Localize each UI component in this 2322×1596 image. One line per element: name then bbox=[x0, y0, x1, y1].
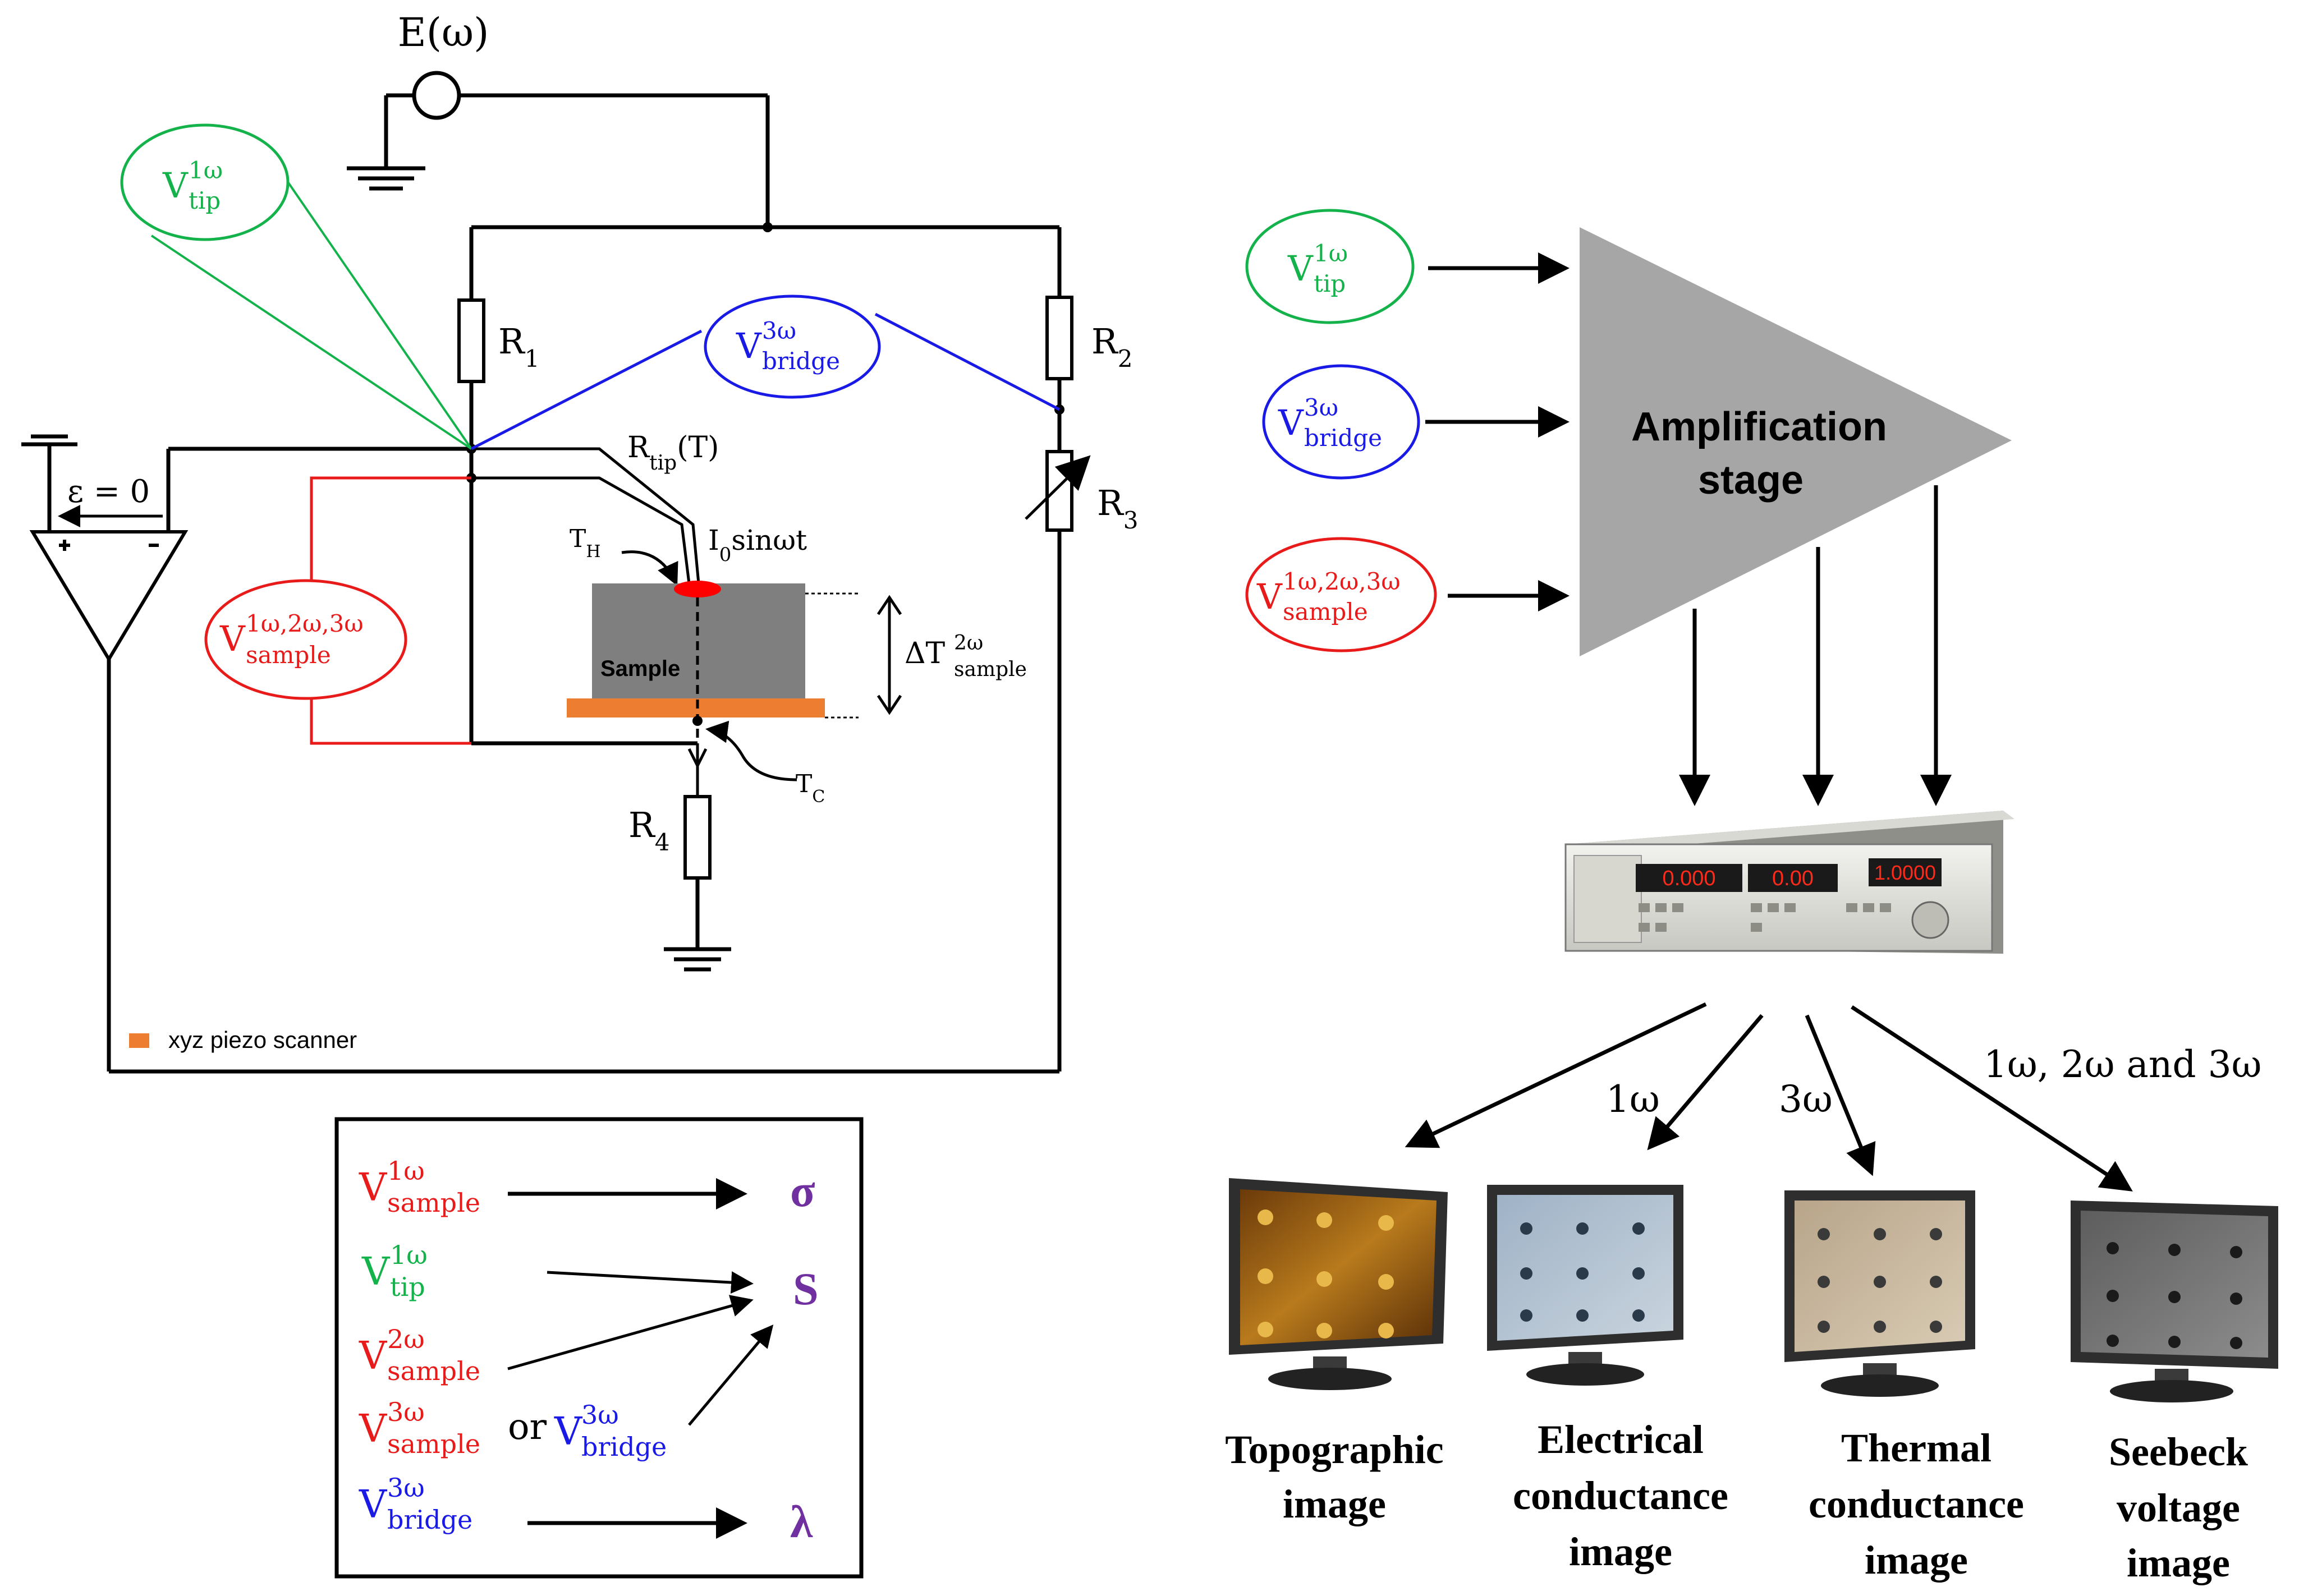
lockin-display-3: 1.0000 bbox=[1874, 861, 1936, 884]
r2-label: R2 bbox=[1091, 321, 1132, 372]
r1-label: R1 bbox=[498, 321, 539, 372]
caption-thermal-3: image bbox=[1865, 1538, 1968, 1583]
caption-electrical-3: image bbox=[1569, 1529, 1672, 1574]
source-label: E(ω) bbox=[398, 10, 489, 56]
resistor-icon bbox=[457, 298, 485, 383]
tc-label: TC bbox=[796, 770, 825, 807]
r4-label: R4 bbox=[628, 804, 669, 856]
lock-in-amplifier-icon: 0.000 0.00 1.0000 bbox=[1564, 811, 2014, 954]
bridge-circuit: E(ω) bbox=[21, 10, 1138, 1074]
amp-title-line1: Amplification bbox=[1631, 404, 1887, 449]
ac-voltage-source-icon bbox=[384, 71, 770, 227]
caption-topographic-1: Topographic bbox=[1225, 1427, 1443, 1472]
monitor-topographic bbox=[1229, 1178, 1448, 1390]
monitor-seebeck bbox=[2071, 1201, 2278, 1402]
amp-title-line2: stage bbox=[1698, 458, 1804, 503]
result-s: S bbox=[793, 1263, 819, 1314]
caption-seebeck-2: voltage bbox=[2117, 1485, 2240, 1530]
resistor-icon bbox=[683, 795, 712, 880]
arrow-label-3w: 3ω bbox=[1779, 1078, 1833, 1121]
legend-text: xyz piezo scanner bbox=[168, 1027, 357, 1053]
ground-icon bbox=[21, 434, 77, 447]
arrow-label-1w: 1ω bbox=[1606, 1078, 1660, 1121]
caption-seebeck-1: Seebeck bbox=[2109, 1429, 2248, 1474]
r3-label: R3 bbox=[1097, 482, 1138, 534]
knob-icon bbox=[1911, 901, 1949, 939]
or-label: or bbox=[508, 1406, 547, 1448]
th-label: TH bbox=[570, 525, 601, 562]
legend-swatch bbox=[129, 1033, 149, 1048]
caption-thermal-2: conductance bbox=[1809, 1482, 2024, 1526]
current-label: I0sinωt bbox=[708, 524, 807, 566]
lockin-display-2: 0.00 bbox=[1772, 867, 1814, 890]
lockin-display-1: 0.000 bbox=[1662, 867, 1715, 890]
ground-icon bbox=[347, 166, 425, 191]
sample-label: Sample bbox=[600, 656, 680, 681]
arrow-label-all: 1ω, 2ω and 3ω bbox=[1984, 1043, 2261, 1086]
caption-topographic-2: image bbox=[1283, 1482, 1386, 1526]
ground-icon bbox=[664, 947, 731, 972]
result-lambda: λ bbox=[790, 1496, 813, 1547]
op-amp-icon bbox=[29, 530, 189, 663]
resistor-icon bbox=[1045, 296, 1073, 380]
piezo-scanner bbox=[567, 698, 825, 717]
tip-hotspot bbox=[674, 581, 721, 597]
epsilon-label: ε = 0 bbox=[67, 473, 150, 510]
caption-electrical-2: conductance bbox=[1513, 1473, 1728, 1518]
monitor-thermal bbox=[1784, 1190, 1975, 1397]
caption-seebeck-3: image bbox=[2127, 1540, 2230, 1585]
variable-resistor-icon bbox=[1045, 450, 1073, 532]
caption-thermal-1: Thermal bbox=[1841, 1425, 1991, 1470]
result-sigma: σ bbox=[790, 1165, 815, 1216]
amplifier-triangle bbox=[1580, 227, 2012, 656]
monitor-electrical bbox=[1487, 1185, 1683, 1386]
rtip-label: Rtip(T) bbox=[627, 431, 719, 475]
caption-electrical-1: Electrical bbox=[1538, 1417, 1704, 1462]
